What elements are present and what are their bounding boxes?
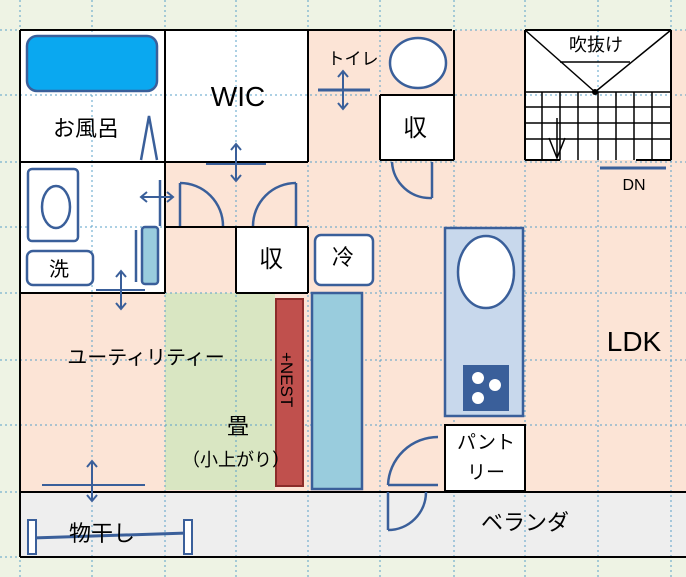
bathtub-icon: [25, 34, 159, 93]
nest-unit: [275, 298, 304, 487]
stove-icon: [463, 365, 509, 411]
pantry-box: [444, 424, 526, 492]
fukinuke-label: 吹抜け: [569, 35, 623, 56]
swing-door-icon: [178, 181, 225, 227]
walls: [19, 29, 686, 558]
sink-icon: [456, 234, 516, 310]
basin-bowl: [40, 184, 72, 230]
double-arrow-icon: [96, 269, 145, 311]
tatami-sub-label: （小上がり）: [182, 450, 290, 471]
pantry-label-line2: リー: [466, 461, 506, 484]
bath-door-icon: [139, 115, 159, 161]
laundry-shelf: [140, 225, 160, 286]
swing-door-icon: [390, 161, 434, 200]
double-arrow-icon: [139, 191, 175, 203]
nest-label: +NEST: [277, 352, 296, 408]
swing-door-icon: [251, 181, 298, 227]
ldk-label: LDK: [606, 326, 662, 357]
drying-pole-icon: [27, 519, 193, 555]
tatami-label: 畳: [226, 415, 250, 440]
double-arrow-icon: [206, 142, 266, 183]
toilet-bowl-icon: [388, 36, 448, 90]
stair-arrow-icon: [548, 118, 566, 161]
tatami-floor: [165, 293, 275, 490]
stairs: [524, 29, 672, 160]
wic-label: WIC: [210, 81, 266, 112]
storage-2-floor: [236, 227, 308, 293]
drying-label: 物干し: [68, 522, 136, 547]
utility-label: ユーティリティー: [67, 345, 225, 369]
stair-pivot: [592, 89, 598, 95]
swing-door-icon: [386, 491, 428, 532]
fridge-label: 冷: [331, 246, 355, 271]
washer-box: [25, 249, 95, 287]
veranda-floor: [20, 492, 686, 557]
fridge-box: [313, 233, 375, 287]
pantry-label-line1: パント: [457, 431, 515, 454]
veranda-label: ベランダ: [480, 511, 570, 536]
storage-1-floor: [380, 95, 454, 160]
storage-label-1: 収: [403, 114, 427, 142]
dn-label: DN: [622, 177, 646, 194]
bath-label: お風呂: [52, 117, 120, 142]
utility-counter: [310, 291, 364, 491]
storage-label-2: 収: [259, 245, 283, 273]
double-arrow-icon: [42, 459, 145, 503]
washer-label: 洗: [49, 257, 69, 281]
double-arrow-icon: [337, 69, 349, 111]
toilet-label: トイレ: [327, 49, 379, 70]
swing-door-icon: [386, 435, 439, 487]
